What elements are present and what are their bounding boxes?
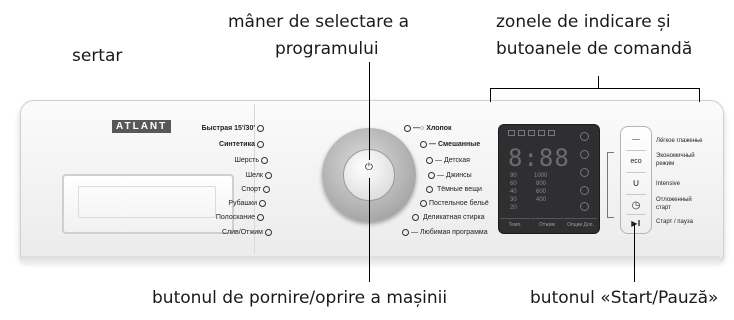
indicators-bracket-left [490,88,491,102]
program-label: Синтетика [219,140,266,149]
temperature-value: 90 [510,173,517,179]
iron-icon[interactable]: ⏤ [632,133,640,145]
program-label: —○ Хлопок [402,124,452,133]
start-pause-leader-line [634,224,635,282]
indicator-icon [548,130,555,136]
time-display: 8:88 [508,144,570,172]
program-label: Деликатная стирка [410,213,485,222]
option-indicator-icon [580,168,589,177]
panel-divider [254,104,255,254]
button-separator [626,194,646,195]
option-indicator-icon [580,132,589,141]
program-label: — Джинсы [426,171,472,180]
indicator-icon [538,130,545,136]
indicator-icon [508,130,515,136]
indicators-bracket-stem [598,76,599,88]
detergent-drawer[interactable] [62,174,234,234]
program-label: Шерсть [234,156,270,165]
indicators-bracket-right [699,88,700,102]
power-leader-line [369,178,370,282]
program-label: Быстрая 15'/30' [202,124,266,133]
button-label: Старт / пауза [656,219,693,225]
spin-button[interactable]: Отжим [531,218,563,231]
button-separator [626,214,646,215]
spin-value: 800 [536,181,547,187]
option-indicator-icon [580,186,589,195]
program-label: Полоскание [216,213,266,222]
program-handle-caption-line2: programului [275,39,379,59]
handle-leader-line [369,62,370,160]
indicator-icon [518,130,525,136]
indicators-bracket-top [490,88,700,89]
power-icon: ⏻ [365,162,373,173]
option-indicator-icon [580,202,589,211]
start-pause-caption: butonul «Start/Pauză» [530,288,719,308]
spin-value: 1000 [534,173,548,179]
play-pause-icon[interactable]: ▶‖ [631,218,641,228]
temperature-button[interactable]: Темп. [500,218,530,231]
panel-base [22,256,720,266]
program-label: — Смешанные [418,140,480,149]
temperature-value: 60 [510,181,517,187]
button-label: Отложенный старт [656,197,692,211]
display-panel [498,124,600,234]
eco-icon[interactable]: eco [630,157,642,165]
button-label: Лёгкое глаженье [656,138,703,144]
button-label: Экономичный режим [656,153,695,167]
option-indicator-icon [580,150,589,159]
basin-icon[interactable]: ∪ [632,177,640,189]
program-label: Постельное бельё [418,199,489,208]
clock-icon[interactable]: ◷ [631,199,641,211]
program-handle-caption-line1: mâner de selectare a [228,12,410,32]
button-label: Intensive [656,181,681,187]
drawer-handle-recess [78,186,216,218]
temperature-value: 30 [510,197,517,203]
temperature-value: 40 [510,189,517,195]
program-label: Рубашки [228,199,268,208]
program-label: Шелк [246,171,274,180]
brand-logo: ATLANT [112,120,172,133]
drawer-caption: sertar [72,46,123,66]
program-label: — Детская [424,156,470,165]
program-label: Тёмные вещи [424,185,482,194]
extra-options-button[interactable]: Опции Доп. [564,218,597,231]
button-separator [626,172,646,173]
program-label: Спорт [241,185,272,194]
option-buttons-column [620,126,652,234]
spin-value: 600 [536,189,547,195]
indicators-caption-line2: butoanele de comandă [496,39,693,59]
indicators-caption-line1: zonele de indicare și [496,12,671,32]
button-group-bracket [607,152,614,218]
program-label: — Любимая программа [400,228,488,237]
program-label: Слив/Отжим [222,228,274,237]
button-separator [626,150,646,151]
temperature-value: 20 [510,205,517,211]
spin-value: 400 [536,197,547,203]
power-button-caption: butonul de pornire/oprire a mașinii [152,288,448,308]
indicator-icon [528,130,535,136]
